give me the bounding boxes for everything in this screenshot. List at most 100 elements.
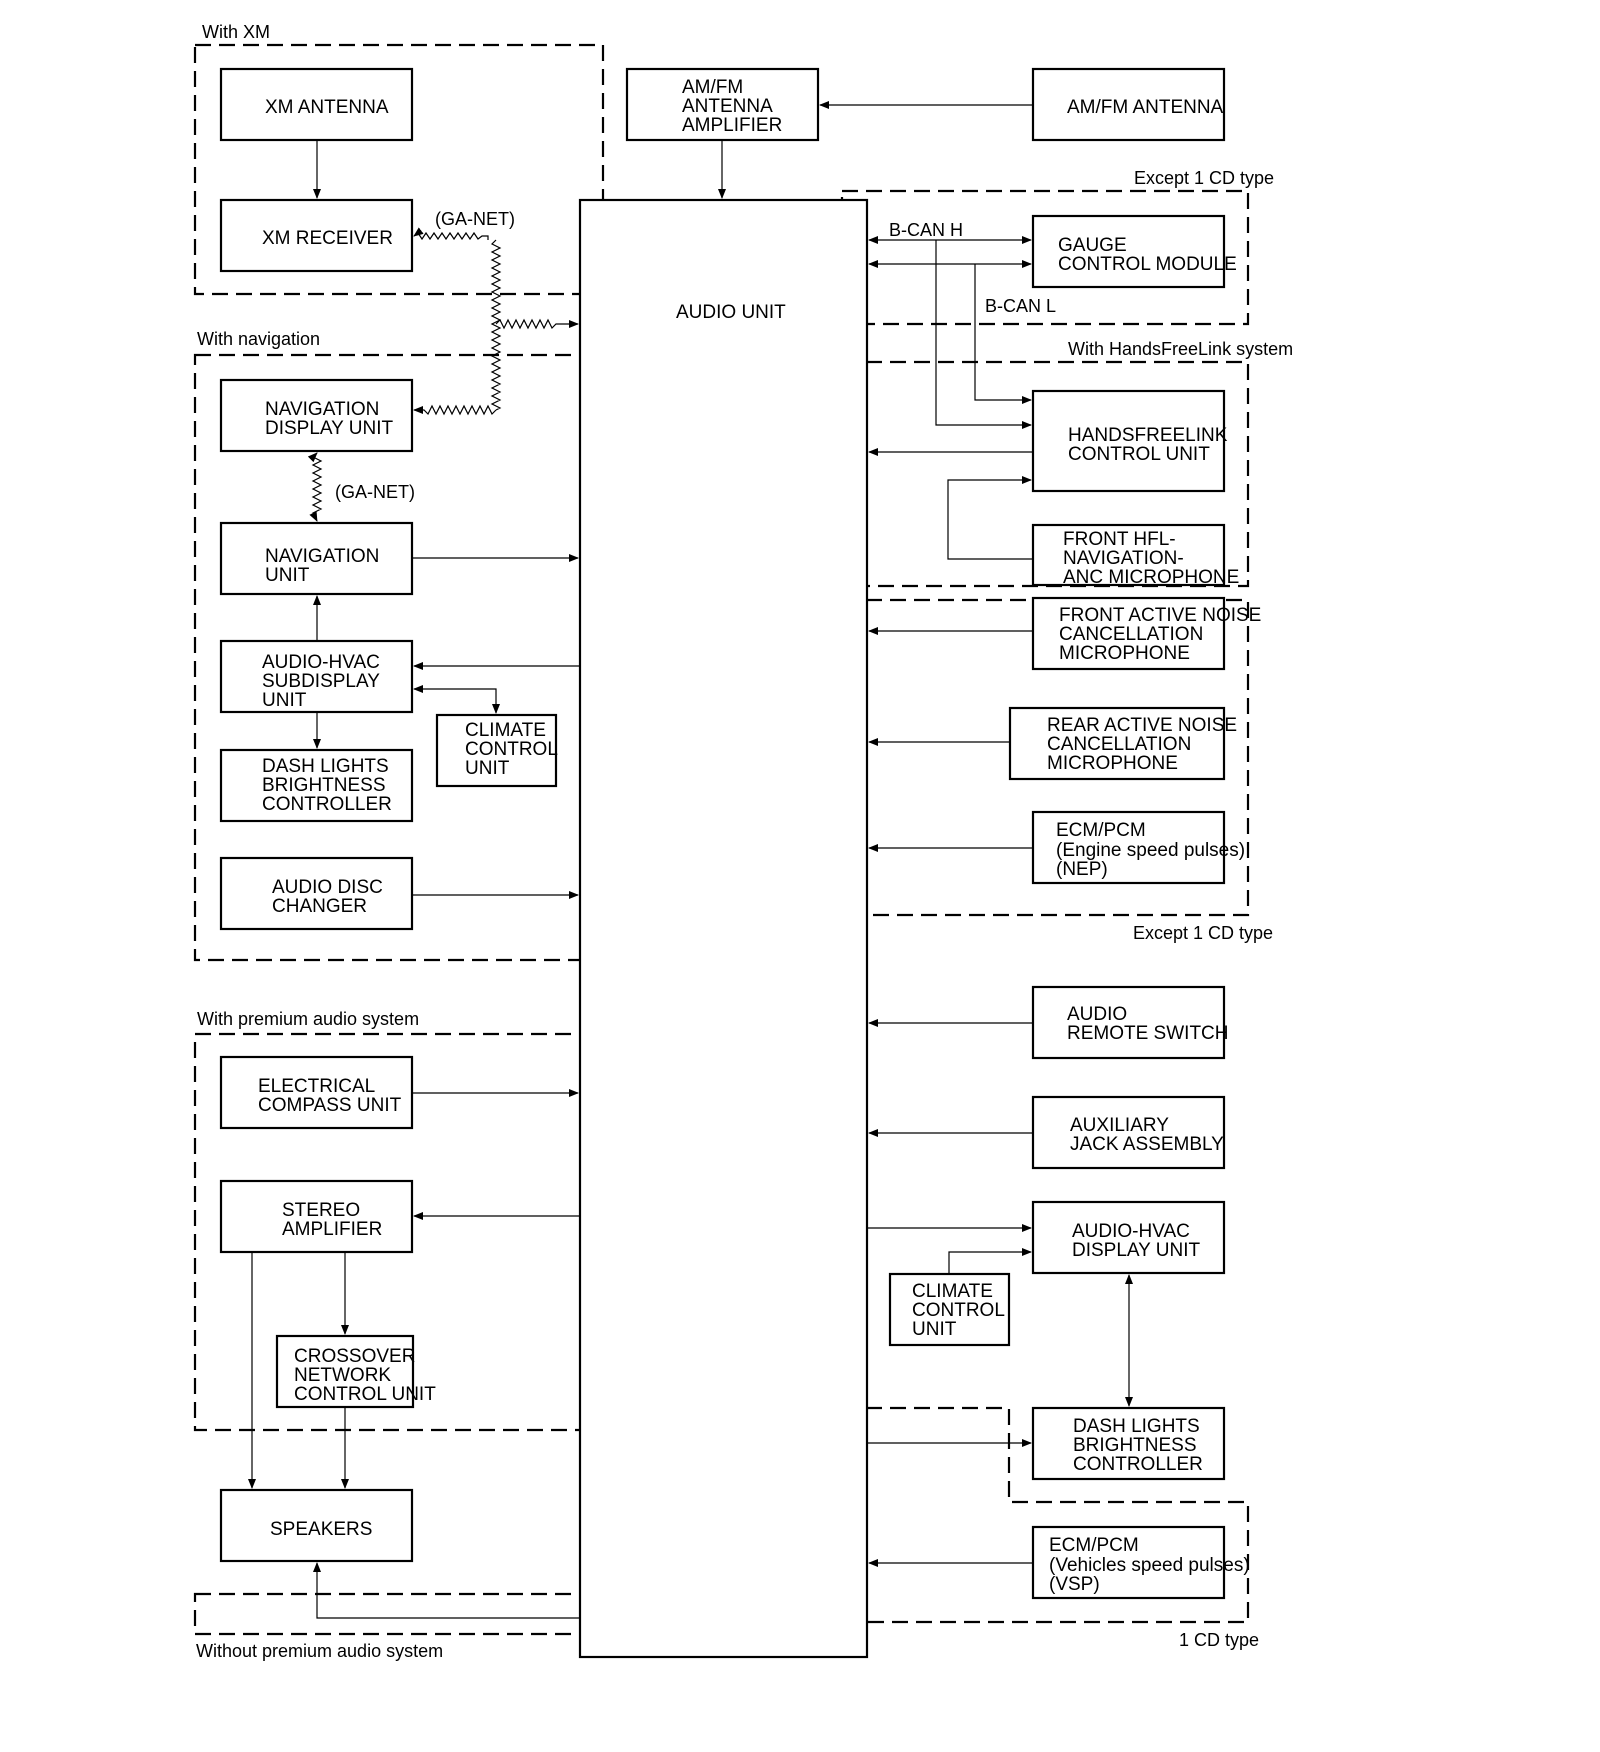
ga-net-line-nav-display <box>413 404 497 416</box>
nav-display-label-1: NAVIGATION <box>265 399 379 420</box>
hfl-mic-label-2: NAVIGATION- <box>1063 548 1184 569</box>
dash-lights-brightness-controller-left-block: DASH LIGHTS BRIGHTNESS CONTROLLER <box>219 748 414 823</box>
disc-changer-label-2: CHANGER <box>272 896 367 917</box>
dash-right-label-1: DASH LIGHTS <box>1073 1416 1200 1437</box>
dash-left-label-1: DASH LIGHTS <box>262 756 389 777</box>
signal-labels: (GA-NET) (GA-NET) B-CAN H B-CAN L <box>335 209 1056 502</box>
ecm-vsp-label-3: (VSP) <box>1049 1574 1100 1595</box>
aux-jack-label-2: JACK ASSEMBLY <box>1070 1134 1224 1155</box>
ecm-pcm-nep-block: ECM/PCM (Engine speed pulses) (NEP) <box>1031 810 1245 885</box>
bcan-l-to-hfl <box>974 264 1032 404</box>
stereo-amp-label-2: AMPLIFIER <box>282 1219 382 1240</box>
remote-switch-label-2: REMOTE SWITCH <box>1067 1023 1229 1044</box>
audio-unit-label: AUDIO UNIT <box>676 302 786 323</box>
ecm-pcm-vsp-block: ECM/PCM (Vehicles speed pulses) (VSP) <box>1031 1525 1250 1600</box>
climate-control-unit-left-block: CLIMATE CONTROL UNIT <box>435 713 558 788</box>
dash-right-label-3: CONTROLLER <box>1073 1454 1203 1475</box>
label-with-navigation: With navigation <box>197 329 320 349</box>
group-labels: With XM With navigation With premium aud… <box>196 22 1293 1661</box>
stereo-amp-label-1: STEREO <box>282 1200 360 1221</box>
amfm-amp-label-2: ANTENNA <box>682 96 773 117</box>
climate-control-unit-right-block: CLIMATE CONTROL UNIT <box>888 1272 1011 1347</box>
hfl-mic-label-3: ANC MICROPHONE <box>1063 567 1239 588</box>
label-with-xm: With XM <box>202 22 270 42</box>
audio-hvac-sub-label-1: AUDIO-HVAC <box>262 652 380 673</box>
ecm-vsp-label-2: (Vehicles speed pulses) <box>1049 1555 1250 1576</box>
crossover-label-3: CONTROL UNIT <box>294 1384 436 1405</box>
nav-display-label-2: DISPLAY UNIT <box>265 418 394 439</box>
label-1cd-type: 1 CD type <box>1179 1630 1259 1650</box>
dash-right-label-2: BRIGHTNESS <box>1073 1435 1197 1456</box>
audio-hvac-sub-label-3: UNIT <box>262 690 307 711</box>
audio-hvac-subdisplay-unit-block: AUDIO-HVAC SUBDISPLAY UNIT <box>219 639 414 714</box>
compass-label-2: COMPASS UNIT <box>258 1095 402 1116</box>
ecm-vsp-label-1: ECM/PCM <box>1049 1535 1139 1556</box>
audio-unit-to-speakers <box>313 1562 580 1619</box>
xm-antenna-block: XM ANTENNA <box>219 67 414 142</box>
amfm-antenna-block: AM/FM ANTENNA <box>1031 67 1226 142</box>
navigation-display-unit-block: NAVIGATION DISPLAY UNIT <box>219 378 414 453</box>
ecm-nep-label-3: (NEP) <box>1056 859 1108 880</box>
front-anc-label-3: MICROPHONE <box>1059 643 1190 664</box>
climate-left-label-3: UNIT <box>465 758 510 779</box>
audio-hvac-display-label-2: DISPLAY UNIT <box>1072 1240 1201 1261</box>
rear-active-noise-cancellation-microphone-block: REAR ACTIVE NOISE CANCELLATION MICROPHON… <box>1008 706 1237 781</box>
amfm-antenna-label: AM/FM ANTENNA <box>1067 97 1224 118</box>
amfm-amp-label-3: AMPLIFIER <box>682 115 782 136</box>
remote-switch-label-1: AUDIO <box>1067 1004 1127 1025</box>
nav-unit-label-1: NAVIGATION <box>265 546 379 567</box>
dash-left-label-2: BRIGHTNESS <box>262 775 386 796</box>
rear-anc-label-1: REAR ACTIVE NOISE <box>1047 715 1237 736</box>
climate-right-label-2: CONTROL <box>912 1300 1005 1321</box>
ga-net-line-nav-vertical <box>307 452 323 522</box>
ga-net-label-nav: (GA-NET) <box>335 482 415 502</box>
climate-left-label-1: CLIMATE <box>465 720 546 741</box>
amfm-amp-label-1: AM/FM <box>682 77 743 98</box>
climate-right-label-3: UNIT <box>912 1319 957 1340</box>
auxiliary-jack-assembly-block: AUXILIARY JACK ASSEMBLY <box>1031 1095 1226 1170</box>
audio-unit-block: AUDIO UNIT <box>578 198 869 1659</box>
stereo-amplifier-block: STEREO AMPLIFIER <box>219 1179 414 1254</box>
xm-receiver-label: XM RECEIVER <box>262 228 393 249</box>
audio-disc-changer-block: AUDIO DISC CHANGER <box>219 856 414 931</box>
amfm-antenna-amplifier-block: AM/FM ANTENNA AMPLIFIER <box>625 67 820 142</box>
xm-receiver-block: XM RECEIVER <box>219 198 414 273</box>
speakers-block: SPEAKERS <box>219 1488 414 1563</box>
subdisplay-to-climate-left <box>413 685 500 714</box>
xm-antenna-label: XM ANTENNA <box>265 97 389 118</box>
bcan-l-label: B-CAN L <box>985 296 1056 316</box>
gauge-control-module-block: GAUGE CONTROL MODULE <box>1031 214 1237 289</box>
bcan-h-label: B-CAN H <box>889 220 963 240</box>
dash-left-label-3: CONTROLLER <box>262 794 392 815</box>
label-except-1cd-bottom: Except 1 CD type <box>1133 923 1273 943</box>
ga-net-line-audio-unit <box>495 318 579 330</box>
hfl-mic-to-hfl-unit <box>947 476 1033 560</box>
front-anc-label-2: CANCELLATION <box>1059 624 1203 645</box>
ecm-nep-label-2: (Engine speed pulses) <box>1056 840 1245 861</box>
navigation-unit-block: NAVIGATION UNIT <box>219 521 414 596</box>
connections <box>248 101 1133 1619</box>
ga-net-line-vertical <box>490 239 502 411</box>
electrical-compass-unit-block: ELECTRICAL COMPASS UNIT <box>219 1055 414 1130</box>
hfl-unit-label-1: HANDSFREELINK <box>1068 425 1228 446</box>
gauge-label-2: CONTROL MODULE <box>1058 254 1237 275</box>
disc-changer-label-1: AUDIO DISC <box>272 877 383 898</box>
dash-lights-brightness-controller-right-block: DASH LIGHTS BRIGHTNESS CONTROLLER <box>1031 1406 1226 1481</box>
label-with-premium-audio: With premium audio system <box>197 1009 419 1029</box>
front-hfl-navigation-anc-microphone-block: FRONT HFL- NAVIGATION- ANC MICROPHONE <box>1031 523 1239 588</box>
nav-unit-label-2: UNIT <box>265 565 310 586</box>
crossover-label-1: CROSSOVER <box>294 1346 415 1367</box>
ecm-nep-label-1: ECM/PCM <box>1056 820 1146 841</box>
front-active-noise-cancellation-microphone-block: FRONT ACTIVE NOISE CANCELLATION MICROPHO… <box>1031 596 1261 671</box>
audio-hvac-display-unit-block: AUDIO-HVAC DISPLAY UNIT <box>1031 1200 1226 1275</box>
handsfreelink-control-unit-block: HANDSFREELINK CONTROL UNIT <box>1031 389 1228 493</box>
blocks: XM ANTENNA XM RECEIVER AM/FM ANTENNA AMP… <box>219 67 1261 1659</box>
climate-right-label-1: CLIMATE <box>912 1281 993 1302</box>
hfl-mic-label-1: FRONT HFL- <box>1063 529 1176 550</box>
crossover-network-control-unit-block: CROSSOVER NETWORK CONTROL UNIT <box>275 1334 436 1409</box>
label-with-handsfreelink: With HandsFreeLink system <box>1068 339 1293 359</box>
gauge-label-1: GAUGE <box>1058 235 1127 256</box>
climate-left-label-2: CONTROL <box>465 739 558 760</box>
compass-label-1: ELECTRICAL <box>258 1076 375 1097</box>
